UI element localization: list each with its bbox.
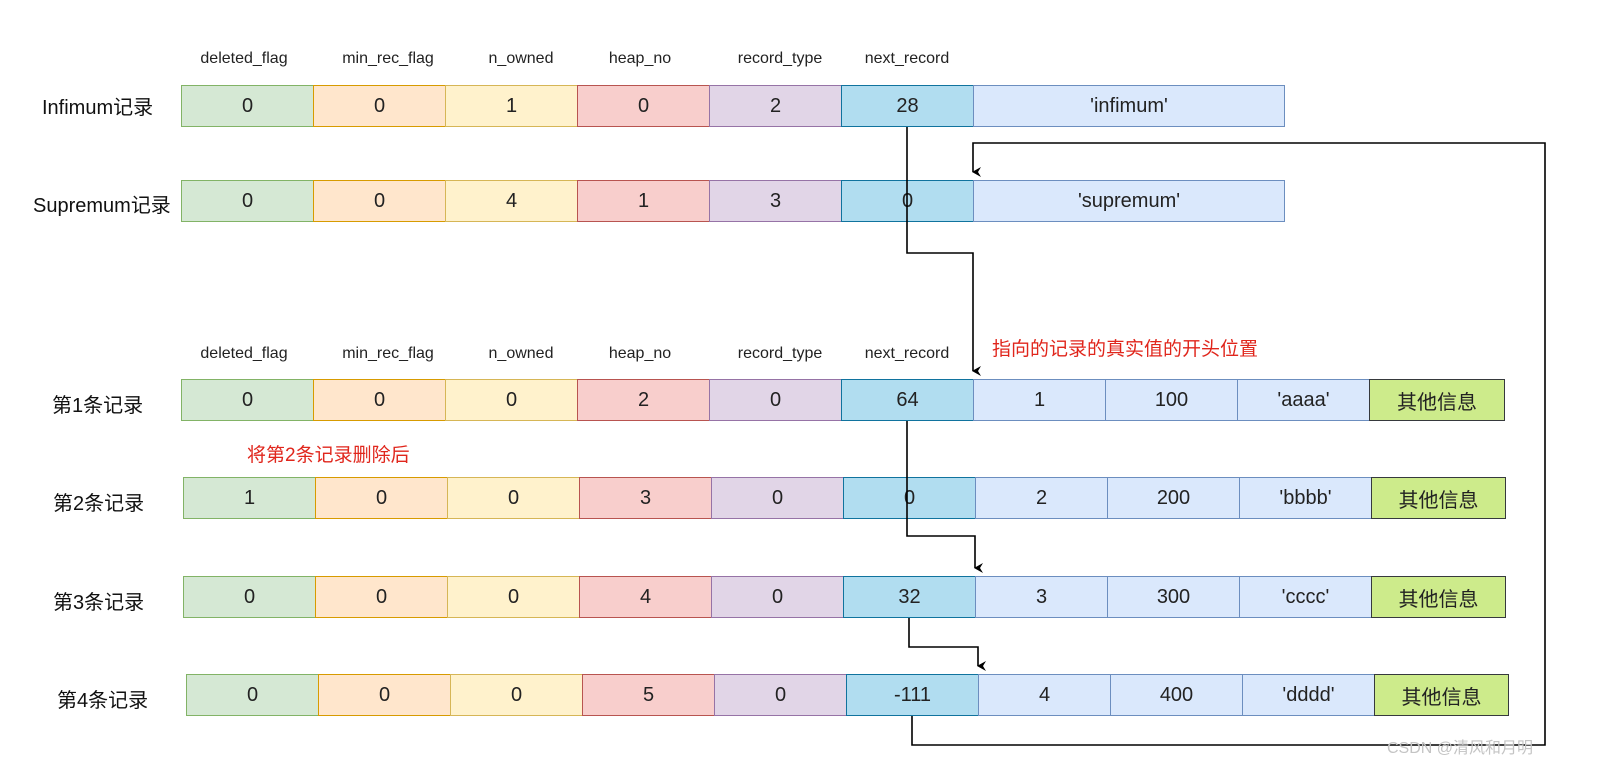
header-heap-no: heap_no: [608, 50, 672, 67]
record-2-value-1: 2: [975, 477, 1108, 519]
record-4-record-type: 0: [714, 674, 847, 716]
record-4-other-info: 其他信息: [1374, 674, 1509, 716]
record-4-value-1: 4: [978, 674, 1111, 716]
record-4-min-rec-flag: 0: [318, 674, 451, 716]
record-1-next-record: 64: [841, 379, 974, 421]
supremum-record-type: 3: [709, 180, 842, 222]
link-record-4-to-supremum: [911, 142, 1546, 746]
supremum-heap-no: 1: [577, 180, 710, 222]
header-next-record: next_record: [864, 50, 950, 67]
record-4-value-3: 'dddd': [1242, 674, 1375, 716]
row-label-record-2: 第2条记录: [53, 493, 145, 515]
record-2-record-type: 0: [711, 477, 844, 519]
record-3-value-1: 3: [975, 576, 1108, 618]
watermark: CSDN @清风和月明: [1387, 740, 1534, 757]
header-next-record-2: next_record: [864, 345, 950, 362]
record-1-min-rec-flag: 0: [313, 379, 446, 421]
header-n-owned-2: n_owned: [488, 345, 554, 362]
header-heap-no-2: heap_no: [608, 345, 672, 362]
link-record-3-to-record-4: [908, 618, 986, 671]
infimum-next-record: 28: [841, 85, 974, 127]
link-infimum-to-record-1: [906, 127, 981, 376]
infimum-data: 'infimum': [973, 85, 1285, 127]
row-label-infimum: Infimum记录: [42, 97, 154, 119]
record-2-heap-no: 3: [579, 477, 712, 519]
supremum-data: 'supremum': [973, 180, 1285, 222]
header-record-type-2: record_type: [737, 345, 823, 362]
record-4-heap-no: 5: [582, 674, 715, 716]
record-4-value-2: 400: [1110, 674, 1243, 716]
record-1-value-3: 'aaaa': [1237, 379, 1370, 421]
row-label-record-4: 第4条记录: [57, 690, 149, 712]
row-label-supremum: Supremum记录: [33, 195, 171, 217]
header-record-type: record_type: [737, 50, 823, 67]
record-1-other-info: 其他信息: [1369, 379, 1505, 421]
row-label-record-1: 第1条记录: [52, 395, 144, 417]
record-3-other-info: 其他信息: [1371, 576, 1506, 618]
record-1-value-1: 1: [973, 379, 1106, 421]
header-n-owned: n_owned: [488, 50, 554, 67]
pointer-note: 指向的记录的真实值的开头位置: [992, 339, 1259, 360]
supremum-min-rec-flag: 0: [313, 180, 446, 222]
record-2-n-owned: 0: [447, 477, 580, 519]
supremum-deleted-flag: 0: [181, 180, 314, 222]
record-2-next-record: 0: [843, 477, 976, 519]
record-2-deleted-flag: 1: [183, 477, 316, 519]
record-4-n-owned: 0: [450, 674, 583, 716]
row-label-record-3: 第3条记录: [53, 592, 145, 614]
record-4-next-record: -111: [846, 674, 979, 716]
header-min-rec-flag: min_rec_flag: [342, 50, 434, 67]
infimum-deleted-flag: 0: [181, 85, 314, 127]
header-deleted-flag: deleted_flag: [200, 50, 288, 67]
infimum-min-rec-flag: 0: [313, 85, 446, 127]
infimum-record-type: 2: [709, 85, 842, 127]
record-1-deleted-flag: 0: [181, 379, 314, 421]
record-1-n-owned: 0: [445, 379, 578, 421]
record-1-record-type: 0: [709, 379, 842, 421]
record-1-heap-no: 2: [577, 379, 710, 421]
header-deleted-flag-2: deleted_flag: [200, 345, 288, 362]
record-3-n-owned: 0: [447, 576, 580, 618]
record-3-deleted-flag: 0: [183, 576, 316, 618]
record-2-value-3: 'bbbb': [1239, 477, 1372, 519]
record-2-min-rec-flag: 0: [315, 477, 448, 519]
record-3-value-3: 'cccc': [1239, 576, 1372, 618]
record-3-next-record: 32: [843, 576, 976, 618]
link-record-1-to-record-3: [906, 421, 983, 573]
record-3-min-rec-flag: 0: [315, 576, 448, 618]
record-2-other-info: 其他信息: [1371, 477, 1506, 519]
header-min-rec-flag-2: min_rec_flag: [342, 345, 434, 362]
supremum-n-owned: 4: [445, 180, 578, 222]
record-3-heap-no: 4: [579, 576, 712, 618]
infimum-heap-no: 0: [577, 85, 710, 127]
record-3-value-2: 300: [1107, 576, 1240, 618]
record-4-deleted-flag: 0: [186, 674, 319, 716]
delete-note: 将第2条记录删除后: [247, 445, 410, 466]
record-1-value-2: 100: [1105, 379, 1238, 421]
